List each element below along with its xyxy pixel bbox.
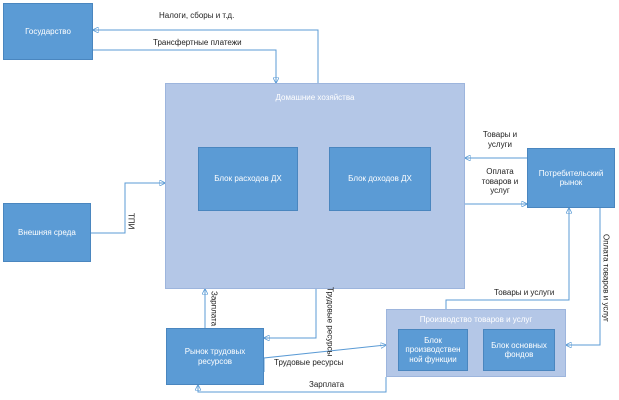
expenses-label: Блок расходов ДХ [214,174,282,184]
salary-vertical-label: Зарплата [209,291,219,327]
labor-resources-vertical-label: Трудовые ресурсы [325,287,335,357]
taxes-label: Налоги, сборы и т.д. [159,11,235,20]
external-environment-label: Внешняя среда [18,227,76,237]
labor-market-block: Рынок трудовых ресурсов [166,328,264,385]
labor-resources-horizontal-label: Трудовые ресурсы [274,358,344,367]
arrow-transfers [93,49,276,83]
goods-services-label: Товары и услуги [482,130,518,149]
transfers-label: Трансфертные платежи [153,38,242,47]
income-label: Блок доходов ДХ [348,174,412,184]
state-label: Государство [25,26,71,36]
fixed-assets-block: Блок основных фондов [483,329,555,371]
fixed-assets-label: Блок основных фондов [491,340,547,359]
arrow-payment-to-production [566,208,601,345]
external-environment-block: Внешняя среда [3,203,91,262]
production-function-label: Блок производствен ной функции [405,336,461,364]
goods-services-production-label: Товары и услуги [494,288,555,297]
salary-bottom-label: Зарплата [309,380,345,389]
expenses-block: Блок расходов ДХ [198,147,298,211]
households-title: Домашние хозяйства [275,93,355,102]
income-block: Блок доходов ДХ [329,147,431,211]
payment-goods-vertical-label: Оплата товаров и услуг [601,234,611,322]
consumer-market-block: Потребительский рынок [527,148,615,208]
production-function-block: Блок производствен ной функции [398,329,468,371]
state-block: Государство [3,3,93,60]
tpi-label: ТПИ [126,213,136,230]
consumer-market-label: Потребительский рынок [538,168,604,187]
production-title: Производство товаров и услуг [419,315,533,324]
payment-goods-label: Оплата товаров и услуг [481,167,519,196]
arrow-labor-to-market [264,289,317,338]
labor-market-label: Рынок трудовых ресурсов [184,347,246,366]
